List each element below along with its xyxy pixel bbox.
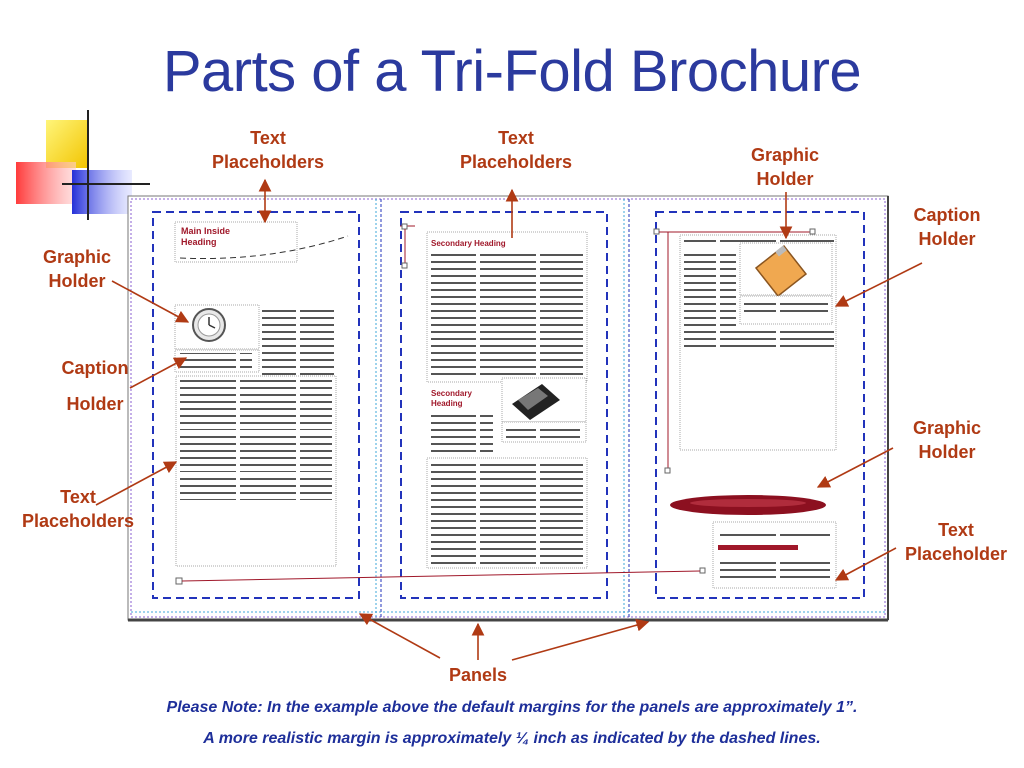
secondary-heading-2-line1: Secondary [431, 389, 472, 398]
clock-icon [192, 308, 226, 342]
main-heading-line1: Main Inside [181, 226, 230, 236]
note-line-2: A more realistic margin is approximately… [203, 730, 821, 747]
panel-middle [400, 211, 608, 599]
brochure-page [127, 195, 889, 622]
label-caption-holder-left: Caption Holder [61, 358, 129, 414]
label-text-placeholders-top-mid: Text Placeholders [459, 128, 573, 172]
note-line-1: Please Note: In the example above the de… [166, 699, 858, 716]
page-title: Parts of a Tri-Fold Brochure [162, 39, 862, 104]
main-heading-line2: Heading [181, 237, 217, 247]
secondary-heading-2-line2: Heading [431, 399, 463, 408]
left-panel-content: Main Inside Heading [174, 221, 349, 585]
label-text-placeholders-top-left: Text Placeholders [211, 128, 325, 172]
label-text-placeholders-left: Text Placeholders [21, 487, 135, 531]
banner-graphic [670, 495, 826, 515]
middle-panel-content: Secondary Heading Secondary Heading [400, 223, 588, 569]
label-panels: Panels [448, 665, 508, 685]
clapperboard-icon [512, 384, 560, 420]
corner-decoration-icon [16, 110, 150, 220]
label-text-placeholder-right: Text Placeholder [904, 520, 1008, 564]
clipboard-icon [754, 244, 808, 298]
panel-left [152, 211, 360, 599]
panel-right [655, 211, 865, 599]
annotation-arrows [95, 178, 923, 661]
secondary-heading-1: Secondary Heading [431, 239, 506, 248]
label-graphic-holder-right: Graphic Holder [912, 418, 982, 462]
label-graphic-holder-left: Graphic Holder [42, 247, 112, 291]
label-graphic-holder-top-right: Graphic Holder [750, 145, 820, 189]
right-panel-content [181, 228, 837, 589]
label-caption-holder-right: Caption Holder [913, 205, 981, 249]
